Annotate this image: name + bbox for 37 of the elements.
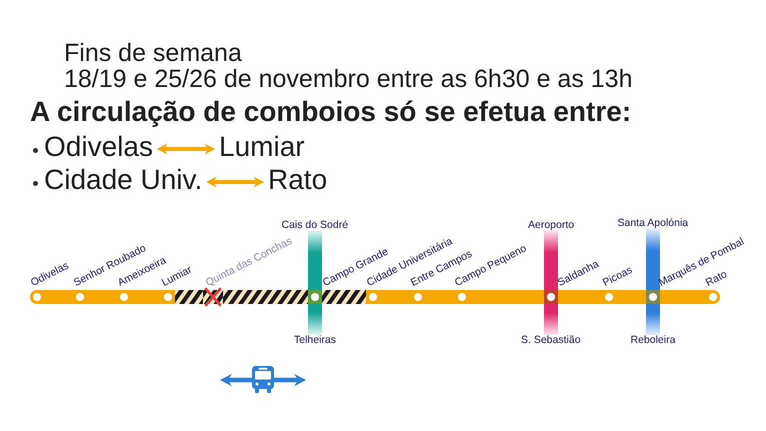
station-name: Lumiar (219, 133, 305, 161)
metro-line (308, 304, 322, 335)
double-arrow (156, 144, 215, 154)
hatched-track (322, 290, 366, 304)
station-name: Cais do Sodré (282, 220, 348, 230)
hatched-track (175, 290, 203, 304)
station-name: Rato (704, 268, 729, 288)
bus-icon (252, 366, 274, 393)
station-name: Aeroporto (528, 220, 574, 230)
station-name: Telheiras (294, 335, 336, 346)
metro-line (469, 290, 544, 304)
metro-line (425, 290, 455, 304)
arrow (220, 374, 252, 386)
double-arrow (206, 176, 264, 188)
subtitle-text: Fins de semana (64, 41, 242, 66)
heading-text: A circulação de comboios só se efetua entre: (30, 98, 632, 126)
metro-line (131, 290, 161, 304)
metro-line (660, 290, 706, 304)
metro-line (558, 290, 602, 304)
metro-line (646, 228, 660, 290)
station-name: Odivelas (44, 133, 153, 161)
metro-line (380, 290, 411, 304)
metro-line (544, 230, 558, 290)
station-name: Rato (268, 166, 328, 194)
metro-line (544, 304, 558, 335)
metro-line (308, 230, 322, 290)
station-name: Reboleira (630, 335, 676, 346)
station-name: Santa Apolónia (618, 218, 688, 228)
hatched-track (223, 290, 308, 304)
metro-line (646, 304, 660, 335)
station-name: Cidade Univ. (44, 166, 202, 194)
station-name: S. Sebastião (521, 335, 581, 346)
arrow (274, 374, 306, 386)
metro-line (87, 290, 117, 304)
date-text: 18/19 e 25/26 de novembro entre as 6h30 e as 13h (64, 67, 632, 92)
metro-line (44, 290, 73, 304)
metro-line (616, 290, 646, 304)
